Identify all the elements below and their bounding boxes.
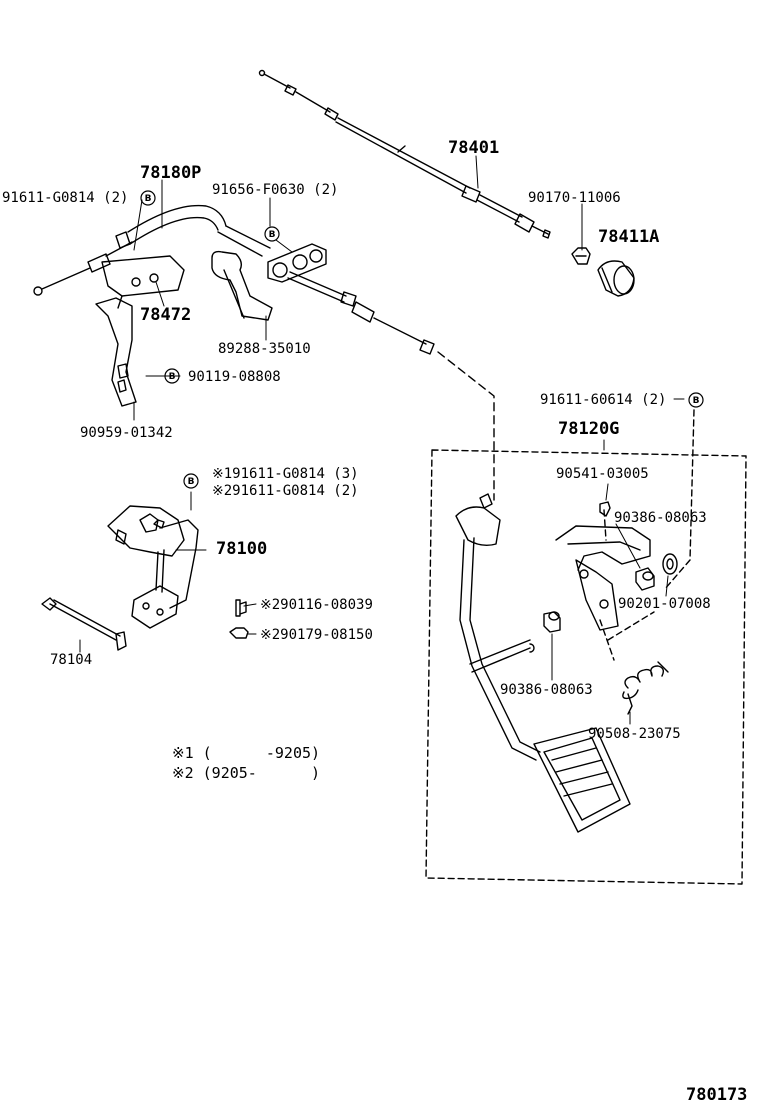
- bushing-90386-upper: [635, 567, 655, 591]
- label-note1-91611-G0814: ※191611-G0814 (3): [212, 466, 359, 482]
- label-91611-G0814: 91611-G0814 (2): [2, 190, 129, 206]
- note-1: ※1 ( -9205): [172, 744, 321, 762]
- label-78100: 78100: [216, 539, 268, 559]
- bolt-marker-letter: B: [188, 477, 195, 487]
- bracket-90959: [95, 297, 137, 407]
- bolt-marker-letter: B: [693, 396, 700, 406]
- note-2: ※2 (9205- ): [172, 764, 321, 782]
- label-90170-11006: 90170-11006: [528, 190, 621, 206]
- label-91656-F0630: 91656-F0630 (2): [212, 182, 339, 198]
- pedal-bracket: [555, 525, 651, 631]
- bracket-89288: [211, 250, 273, 321]
- bolt-marker-4: [688, 392, 704, 408]
- bolt-marker-1: [140, 190, 156, 206]
- bolt-marker-2: [264, 226, 280, 242]
- label-91611-60614: 91611-60614 (2): [540, 392, 667, 408]
- label-78472: 78472: [140, 305, 192, 325]
- label-90119-08808: 90119-08808: [188, 369, 281, 385]
- label-note2-91611-G0814: ※291611-G0814 (2): [212, 483, 359, 499]
- accelerator-pedal: [455, 493, 631, 833]
- label-78104: 78104: [50, 652, 93, 668]
- bolt-markers: [140, 190, 704, 489]
- throttle-cable-78401: [258, 69, 551, 239]
- label-90201-07008: 90201-07008: [618, 596, 711, 612]
- leader-lines: [79, 155, 685, 725]
- label-90508-23075: 90508-23075: [588, 726, 681, 742]
- label-78180P: 78180P: [140, 163, 202, 183]
- figure-number: 780173: [686, 1085, 748, 1105]
- label-89288-35010: 89288-35010: [218, 341, 311, 357]
- bolt-90116: [235, 599, 247, 617]
- label-78411A: 78411A: [598, 227, 660, 247]
- label-90386-08063-lower: 90386-08063: [500, 682, 593, 698]
- bolt-marker-5: [183, 473, 199, 489]
- bushing-90386-lower: [543, 611, 561, 633]
- bolt-marker-letters: B B B B B: [145, 194, 700, 487]
- label-90116-08039: ※290116-08039: [260, 597, 373, 613]
- pedal-box: [425, 449, 747, 885]
- link-assembly-78100: [107, 505, 199, 629]
- bolt-marker-letter: B: [145, 194, 152, 204]
- label-78120G: 78120G: [558, 419, 620, 439]
- link-plate: [267, 243, 435, 355]
- cable-78180P: [33, 204, 271, 296]
- label-90959-01342: 90959-01342: [80, 425, 173, 441]
- nut-90170: [571, 247, 591, 265]
- label-90179-08150: ※290179-08150: [260, 627, 373, 643]
- bolt-marker-letter: B: [269, 230, 276, 240]
- nut-90179: [229, 627, 249, 639]
- spring-90508: [622, 661, 669, 715]
- clip-90541: [599, 501, 611, 517]
- bracket-78472: [101, 255, 185, 309]
- leader-dashed-cable: [437, 351, 495, 501]
- leader-dashed-bolt: [599, 409, 695, 661]
- label-90386-08063-upper: 90386-08063: [614, 510, 707, 526]
- cap-78411A: [597, 260, 635, 297]
- rod-78104: [41, 597, 127, 651]
- bolt-marker-letter: B: [169, 372, 176, 382]
- washer-90201: [662, 553, 678, 575]
- bolt-marker-3: [164, 368, 180, 384]
- label-78401: 78401: [448, 138, 500, 158]
- label-90541-03005: 90541-03005: [556, 466, 649, 482]
